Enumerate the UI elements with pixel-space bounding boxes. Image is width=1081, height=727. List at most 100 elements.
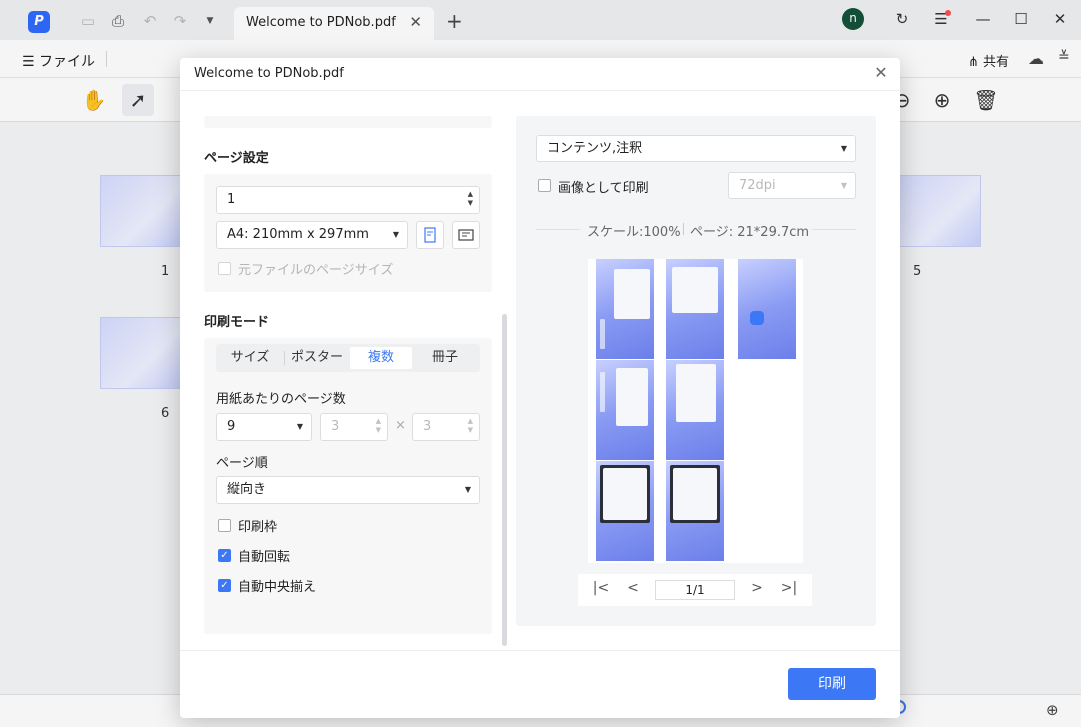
print-preview bbox=[588, 259, 803, 563]
cloud-upload-icon[interactable]: ☁ bbox=[1028, 49, 1044, 68]
page-settings-title: ページ設定 bbox=[204, 151, 269, 166]
page-sheet bbox=[673, 468, 717, 520]
content-select-value: コンテンツ,注釈 bbox=[547, 141, 643, 156]
collapse-ribbon-icon[interactable]: ≚ bbox=[1058, 49, 1070, 65]
columns-input[interactable]: 3 ▲▼ bbox=[320, 413, 388, 441]
tab-multiple[interactable]: 複数 bbox=[350, 347, 412, 369]
save-icon[interactable]: ▭ bbox=[80, 12, 96, 30]
print-as-image-checkbox[interactable] bbox=[538, 179, 551, 192]
paper-size-select[interactable]: A4: 210mm x 297mm ▼ bbox=[216, 221, 408, 249]
preview-page bbox=[738, 259, 796, 359]
chevron-down-icon: ▼ bbox=[296, 422, 303, 431]
last-page-icon[interactable]: >| bbox=[780, 580, 798, 596]
new-tab-icon[interactable]: + bbox=[446, 9, 463, 33]
preview-page bbox=[596, 259, 654, 359]
scrollbar[interactable] bbox=[502, 314, 507, 646]
pages-per-sheet-label: 用紙あたりのページ数 bbox=[216, 392, 346, 407]
hand-tool-icon[interactable]: ✋ bbox=[81, 88, 107, 112]
page-sheet bbox=[676, 364, 716, 422]
print-mode-title: 印刷モード bbox=[204, 315, 270, 330]
close-window-button[interactable]: ✕ bbox=[1053, 10, 1067, 28]
landscape-orientation-button[interactable] bbox=[452, 221, 480, 249]
page-thumbnail[interactable] bbox=[100, 317, 184, 389]
portrait-orientation-button[interactable] bbox=[416, 221, 444, 249]
scale-label: スケール:100% bbox=[587, 225, 681, 240]
page-sheet bbox=[672, 267, 718, 313]
print-mode-tabs: サイズ ポスター 複数 冊子 bbox=[216, 344, 480, 372]
next-page-icon[interactable]: > bbox=[751, 580, 763, 596]
first-page-icon[interactable]: |< bbox=[592, 580, 610, 596]
preview-page bbox=[666, 259, 724, 359]
sync-icon[interactable]: ↻ bbox=[895, 10, 909, 28]
printer-icon[interactable]: ⎙ bbox=[111, 12, 124, 30]
page-order-label: ページ順 bbox=[216, 456, 268, 471]
divider bbox=[536, 229, 580, 230]
auto-rotate-label: 自動回転 bbox=[238, 550, 291, 565]
close-icon[interactable]: ✕ bbox=[874, 63, 888, 82]
divider bbox=[180, 90, 900, 91]
pages-per-sheet-select[interactable]: 9 ▼ bbox=[216, 413, 312, 441]
menu-icon[interactable]: ☰ bbox=[934, 10, 948, 28]
rows-input[interactable]: 3 ▲▼ bbox=[412, 413, 480, 441]
document-tab[interactable]: Welcome to PDNob.pdf ✕ bbox=[234, 7, 434, 40]
page-sheet bbox=[614, 269, 650, 319]
page-input[interactable]: 1/1 bbox=[655, 580, 735, 600]
page-settings-panel: 1 ▲▼ A4: 210mm x 297mm ▼ 元ファイルのページサイズ bbox=[204, 174, 492, 292]
print-button[interactable]: 印刷 bbox=[788, 668, 876, 700]
minimize-button[interactable]: — bbox=[975, 10, 991, 28]
preview-panel: コンテンツ,注釈 ▼ 画像として印刷 72dpi ▼ スケール:100% ページ… bbox=[516, 116, 876, 626]
chevron-down-icon: ▼ bbox=[840, 144, 847, 153]
tab-booklet[interactable]: 冊子 bbox=[431, 350, 458, 365]
undo-icon[interactable]: ↶ bbox=[143, 12, 157, 30]
zoom-in-icon[interactable]: ⊕ bbox=[1046, 701, 1059, 719]
print-mode-panel: サイズ ポスター 複数 冊子 用紙あたりのページ数 9 ▼ 3 ▲▼ × 3 ▲… bbox=[204, 338, 492, 634]
portrait-icon bbox=[424, 227, 436, 243]
dialog-title: Welcome to PDNob.pdf bbox=[194, 66, 344, 81]
dpi-select[interactable]: 72dpi ▼ bbox=[728, 172, 856, 199]
avatar[interactable]: n bbox=[842, 8, 864, 30]
preview-page bbox=[666, 461, 724, 561]
pager: |< < 1/1 > >| bbox=[578, 574, 812, 606]
original-size-checkbox[interactable] bbox=[218, 262, 231, 275]
stepper-icon[interactable]: ▲▼ bbox=[467, 190, 473, 207]
pages-input[interactable]: 1 ▲▼ bbox=[216, 186, 480, 214]
auto-rotate-checkbox[interactable]: ✓ bbox=[218, 549, 231, 562]
auto-center-checkbox[interactable]: ✓ bbox=[218, 579, 231, 592]
print-dialog: Welcome to PDNob.pdf ✕ ページ設定 1 ▲▼ A4: 21… bbox=[180, 58, 900, 718]
content-select[interactable]: コンテンツ,注釈 ▼ bbox=[536, 135, 856, 162]
zoom-in-icon[interactable]: ⊕ bbox=[933, 88, 951, 112]
divider bbox=[180, 650, 900, 651]
prev-page-icon[interactable]: < bbox=[627, 580, 639, 596]
page-number: 5 bbox=[913, 264, 922, 279]
panel-edge bbox=[204, 116, 492, 128]
columns-value: 3 bbox=[331, 419, 340, 434]
page-number: 1 bbox=[161, 264, 170, 279]
stepper-icon: ▲▼ bbox=[467, 417, 473, 434]
paper-size-value: A4: 210mm x 297mm bbox=[227, 227, 369, 242]
page-sheet bbox=[603, 468, 647, 520]
print-border-label: 印刷枠 bbox=[238, 520, 278, 535]
notification-dot bbox=[945, 10, 951, 16]
redo-icon[interactable]: ↷ bbox=[173, 12, 187, 30]
page-thumbnail[interactable] bbox=[896, 175, 981, 247]
delete-icon[interactable]: 🗑 bbox=[973, 88, 999, 112]
share-button[interactable]: ⋔ 共有 bbox=[968, 55, 1010, 70]
file-menu[interactable]: ☰ ファイル bbox=[22, 54, 96, 70]
page-size-label: ページ: 21*29.7cm bbox=[690, 225, 810, 240]
pages-per-sheet-value: 9 bbox=[227, 419, 236, 434]
landscape-icon bbox=[458, 229, 474, 241]
preview-page bbox=[596, 360, 654, 460]
page-order-select[interactable]: 縦向き ▼ bbox=[216, 476, 480, 504]
select-tool-icon[interactable]: ➚ bbox=[122, 84, 154, 116]
times-sign: × bbox=[395, 418, 406, 433]
maximize-button[interactable]: ☐ bbox=[1014, 10, 1028, 28]
divider bbox=[812, 229, 856, 230]
tab-poster[interactable]: ポスター bbox=[290, 350, 343, 365]
page-thumbnail[interactable] bbox=[100, 175, 184, 247]
preview-page bbox=[666, 360, 724, 460]
chevron-down-icon[interactable]: ▼ bbox=[206, 16, 214, 26]
tab-size[interactable]: サイズ bbox=[230, 350, 270, 365]
page-strip bbox=[600, 319, 605, 349]
print-border-checkbox[interactable] bbox=[218, 519, 231, 532]
close-tab-icon[interactable]: ✕ bbox=[409, 13, 422, 31]
